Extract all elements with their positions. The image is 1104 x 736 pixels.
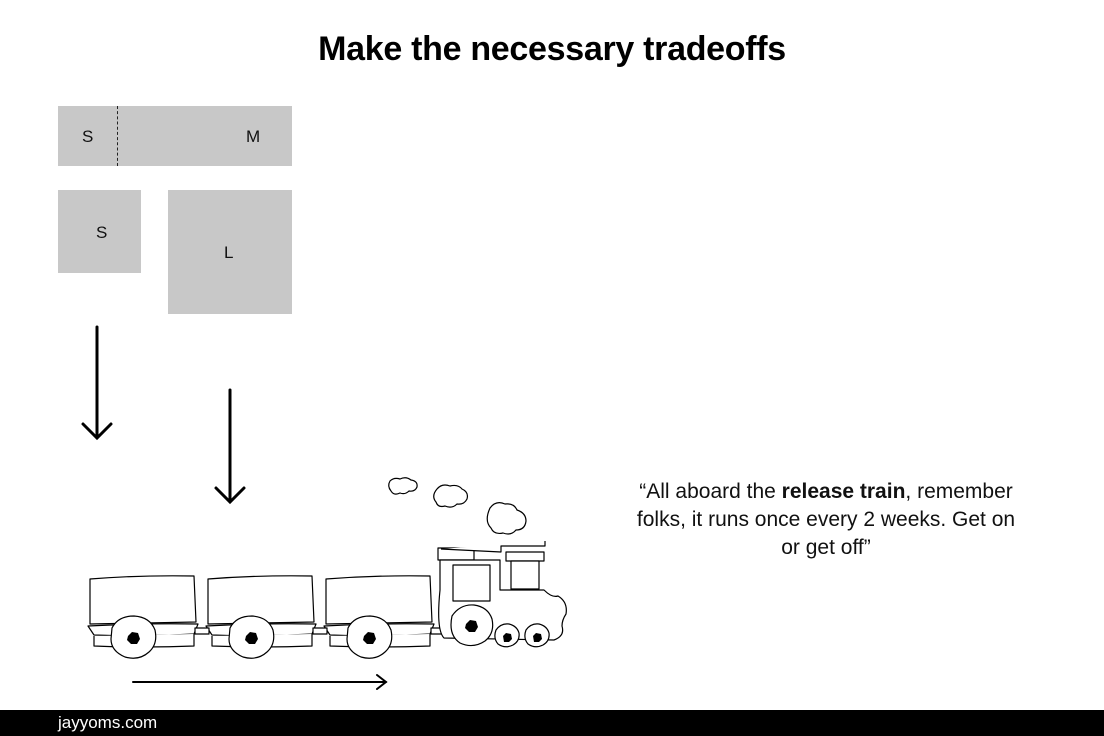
box-large: L <box>168 190 292 314</box>
footer-bar: jayyoms.com <box>0 710 1104 736</box>
smoke-icon <box>388 477 527 535</box>
box-m-label: M <box>246 127 261 146</box>
down-arrow-icon <box>214 388 246 505</box>
box-small: S <box>58 190 141 273</box>
page-title: Make the necessary tradeoffs <box>318 30 786 68</box>
box-large-label: L <box>224 243 234 262</box>
quote-close: , remember folks, it runs once every 2 w… <box>636 480 1016 559</box>
quote-open: “All aboard the <box>639 480 782 503</box>
release-train-quote: “All aboard the release train, remember … <box>626 478 1026 562</box>
box-small-label: S <box>96 223 108 242</box>
right-arrow-icon <box>132 674 388 690</box>
footer-site: jayyoms.com <box>58 713 158 732</box>
box-s-m-split: S M <box>58 106 292 166</box>
quote-bold: release train <box>781 480 906 503</box>
down-arrow-icon <box>81 325 113 441</box>
box-s-label: S <box>82 127 94 146</box>
train-icon <box>87 541 567 659</box>
split-divider <box>117 106 118 166</box>
